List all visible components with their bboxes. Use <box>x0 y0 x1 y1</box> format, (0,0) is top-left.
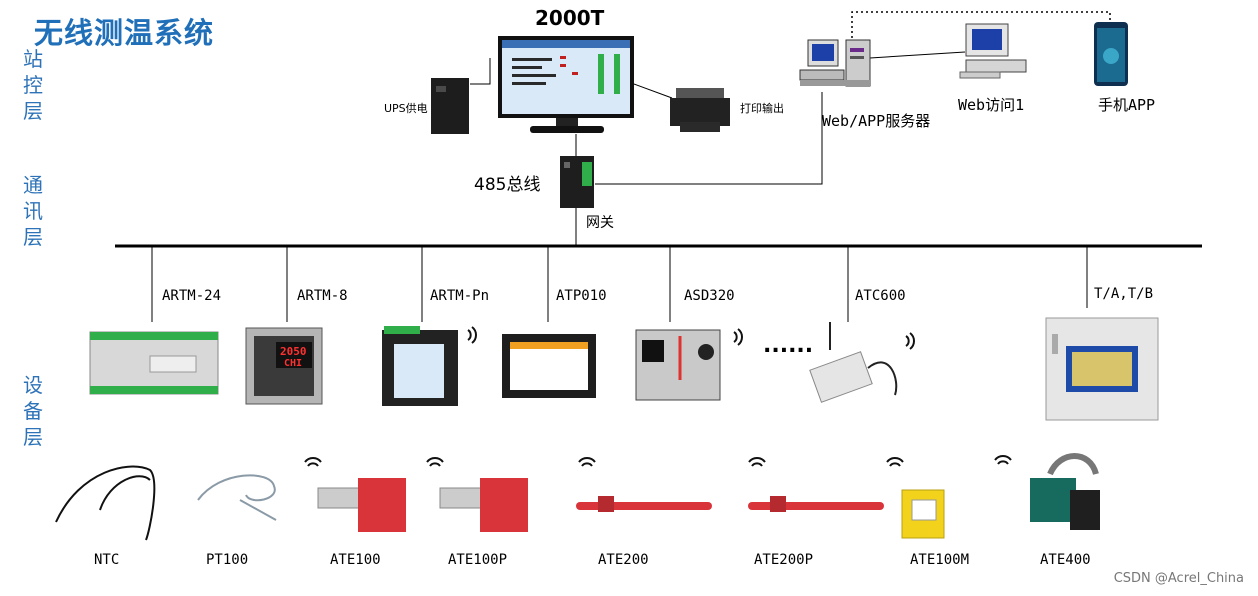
device-asd320-icon <box>635 329 721 401</box>
device-artm-pn-icon <box>382 326 458 406</box>
phone-icon <box>1094 22 1128 86</box>
sensor-label-ate100m: ATE100M <box>910 552 970 568</box>
sensor-label-ate200: ATE200 <box>598 552 649 568</box>
sensor-ate200-icon <box>576 496 712 512</box>
web-server-icon <box>799 39 871 87</box>
sensor-label-pt100: PT100 <box>206 552 249 568</box>
sensor-label-ntc: NTC <box>94 552 120 568</box>
device-label-artm-24: ARTM-24 <box>162 288 222 304</box>
device-artm-8-icon: 2050 CHI <box>245 327 323 405</box>
wifi-icon-ate400 <box>994 455 1012 465</box>
web-access-label: Web访问1 <box>958 96 1025 114</box>
server-links <box>869 51 966 59</box>
bus-label: 485总线 <box>474 175 541 195</box>
device-cabinet-icon <box>1045 317 1159 421</box>
mobile-app-label: 手机APP <box>1098 96 1156 114</box>
sensor-ate100-icon <box>317 478 406 532</box>
gateway-links <box>470 58 823 246</box>
dots: ...... <box>763 333 813 358</box>
page-title: 无线测温系统 <box>34 16 215 50</box>
sensor-ate200p-icon <box>748 496 884 512</box>
device-label-artm-8: ARTM-8 <box>297 288 348 304</box>
layer-label-station: 站控层 <box>23 47 43 123</box>
dotted-link-app <box>851 11 1111 38</box>
wifi-icon-asd320 <box>733 328 743 346</box>
device-atp010-icon <box>502 334 596 398</box>
pc-icon <box>959 23 1027 79</box>
layer-label-comm: 通讯层 <box>23 173 43 249</box>
sensor-label-ate400: ATE400 <box>1040 552 1091 568</box>
sensor-pt100-icon <box>197 474 277 521</box>
wifi-icon-ate100p <box>426 457 444 467</box>
sensor-ntc-icon <box>55 465 156 541</box>
server-label: 2000T <box>535 6 605 30</box>
device-atc600-icon <box>809 322 898 403</box>
printer-label: 打印输出 <box>740 102 784 115</box>
monitor-icon <box>498 36 634 133</box>
ups-icon <box>431 78 469 134</box>
sensor-label-ate100: ATE100 <box>330 552 381 568</box>
device-label-ta-tb: T/A,T/B <box>1094 286 1154 302</box>
ups-label: UPS供电 <box>384 102 428 115</box>
device-label-atp010: ATP010 <box>556 288 607 304</box>
device-label-asd320: ASD320 <box>684 288 735 304</box>
meter-digits-line2: CHI <box>284 358 302 369</box>
sensor-ate100p-icon <box>439 478 528 532</box>
gateway-label: 网关 <box>586 215 614 231</box>
wifi-icons <box>304 326 1012 467</box>
sensor-ate400-icon <box>1030 453 1100 530</box>
device-label-atc600: ATC600 <box>855 288 906 304</box>
sensor-label-ate200p: ATE200P <box>754 552 814 568</box>
meter-digits-line1: 2050 <box>280 345 307 358</box>
wifi-icon-ate100m <box>886 457 904 467</box>
wifi-icon-ate200p <box>748 457 766 467</box>
sensor-ate100m-icon <box>901 489 945 539</box>
sensor-label-ate100p: ATE100P <box>448 552 508 568</box>
device-artm-24-icon <box>89 331 219 395</box>
printer-icon <box>670 88 730 132</box>
web-server-label: Web/APP服务器 <box>822 112 931 130</box>
wifi-icon-ate100 <box>304 457 322 467</box>
layer-label-device: 设备层 <box>23 373 43 449</box>
wifi-icon-atc600 <box>905 332 915 350</box>
wifi-icon-artm-pn <box>467 326 477 344</box>
gateway-icon <box>560 156 594 208</box>
wifi-icon-ate200 <box>578 457 596 467</box>
watermark: CSDN @Acrel_China <box>1113 571 1244 586</box>
bus-drops <box>151 246 1088 322</box>
device-label-artm-pn: ARTM-Pn <box>430 288 490 304</box>
